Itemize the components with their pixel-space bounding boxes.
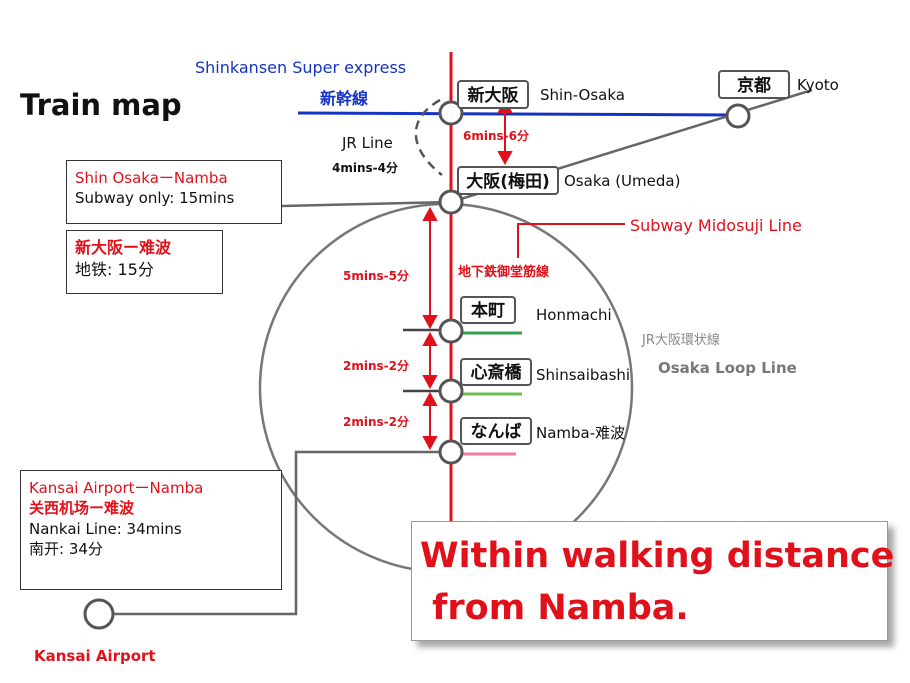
sign-honmachi: 本町 bbox=[471, 300, 505, 321]
sign-osaka-umeda: 大阪(梅田) bbox=[466, 171, 550, 192]
info-cn-detail: 地铁: 15分 bbox=[75, 259, 154, 279]
sign-shin-osaka: 新大阪 bbox=[468, 85, 519, 106]
jr-time-label: 4mins-4分 bbox=[332, 160, 398, 175]
label-shinsaibashi: Shinsaibashi bbox=[536, 366, 630, 384]
label-honmachi: Honmachi bbox=[536, 306, 612, 324]
midosuji-pointer bbox=[517, 223, 625, 258]
shinkansen-label-jp: 新幹線 bbox=[320, 89, 368, 108]
time-shinsaibashi-namba: 2mins-2分 bbox=[343, 414, 409, 429]
station-dot-osaka-umeda bbox=[438, 189, 464, 215]
shinkansen-line bbox=[297, 111, 739, 117]
time-shin-osaka-umeda: 6mins-6分 bbox=[463, 128, 529, 143]
info-kansai-detail-en: Nankai Line: 34mins bbox=[29, 519, 182, 538]
info-shin-osaka-namba-title: Shin OsakaーNamba bbox=[75, 169, 228, 187]
info-box-shin-osaka-namba: Shin OsakaーNamba Subway only: 15mins bbox=[66, 160, 282, 224]
station-dot-kansai-airport bbox=[83, 598, 115, 630]
sign-kyoto: 京都 bbox=[737, 75, 771, 96]
loop-label-jp: JR大阪環状線 bbox=[641, 332, 720, 348]
shinkansen-label-en: Shinkansen Super express bbox=[195, 58, 406, 77]
callout-line-2: from Namba. bbox=[420, 588, 689, 628]
shin-osaka-namba-connector bbox=[281, 200, 452, 208]
sign-shinsaibashi: 心斎橋 bbox=[471, 362, 523, 383]
info-kansai-title-cn: 关西机场ー难波 bbox=[29, 499, 135, 518]
info-kansai-title-en: Kansai AirportーNamba bbox=[29, 479, 204, 497]
info-kansai-detail-cn: 南开: 34分 bbox=[29, 539, 103, 558]
station-dot-shinsaibashi bbox=[438, 378, 464, 404]
info-box-kansai-namba: Kansai AirportーNamba 关西机场ー难波 Nankai Line… bbox=[20, 470, 282, 590]
label-shin-osaka: Shin-Osaka bbox=[540, 86, 625, 104]
travel-time-arrows bbox=[422, 98, 513, 451]
loop-label-en: Osaka Loop Line bbox=[658, 359, 797, 377]
callout-line-1: Within walking distance bbox=[420, 536, 895, 576]
station-dot-namba bbox=[438, 439, 464, 465]
walking-distance-callout: Within walking distance from Namba. bbox=[411, 521, 894, 641]
jr-line-dashed bbox=[414, 98, 443, 176]
kansai-airport-label: Kansai Airport bbox=[34, 647, 156, 665]
sign-namba: なんば bbox=[471, 422, 522, 442]
station-dot-kyoto bbox=[725, 103, 751, 129]
station-markers bbox=[83, 100, 751, 630]
label-kyoto: Kyoto bbox=[797, 76, 839, 94]
station-signs: 京都 新大阪 大阪(梅田) 本町 心斎橋 なんば bbox=[457, 70, 790, 445]
info-shin-osaka-namba-detail: Subway only: 15mins bbox=[75, 189, 235, 208]
travel-times: 6mins-6分 5mins-5分 2mins-2分 2mins-2分 bbox=[343, 128, 529, 429]
page-title: Train map bbox=[20, 88, 182, 122]
label-namba: Namba-难波 bbox=[536, 424, 625, 442]
info-cn-title: 新大阪ー难波 bbox=[75, 238, 172, 257]
jr-line-label: JR Line bbox=[341, 134, 393, 152]
time-honmachi-shinsaibashi: 2mins-2分 bbox=[343, 358, 409, 373]
midosuji-label-en: Subway Midosuji Line bbox=[630, 216, 802, 235]
nankai-line bbox=[113, 450, 451, 616]
station-labels: Kyoto Shin-Osaka Osaka (Umeda) Honmachi … bbox=[536, 76, 839, 442]
label-osaka-umeda: Osaka (Umeda) bbox=[564, 172, 680, 190]
info-box-shin-osaka-namba-cn: 新大阪ー难波 地铁: 15分 bbox=[66, 230, 223, 294]
time-umeda-honmachi: 5mins-5分 bbox=[343, 268, 409, 283]
midosuji-label-jp: 地下鉄御堂筋線 bbox=[458, 264, 550, 280]
station-dot-shin-osaka bbox=[438, 100, 464, 126]
station-dot-honmachi bbox=[438, 318, 464, 344]
